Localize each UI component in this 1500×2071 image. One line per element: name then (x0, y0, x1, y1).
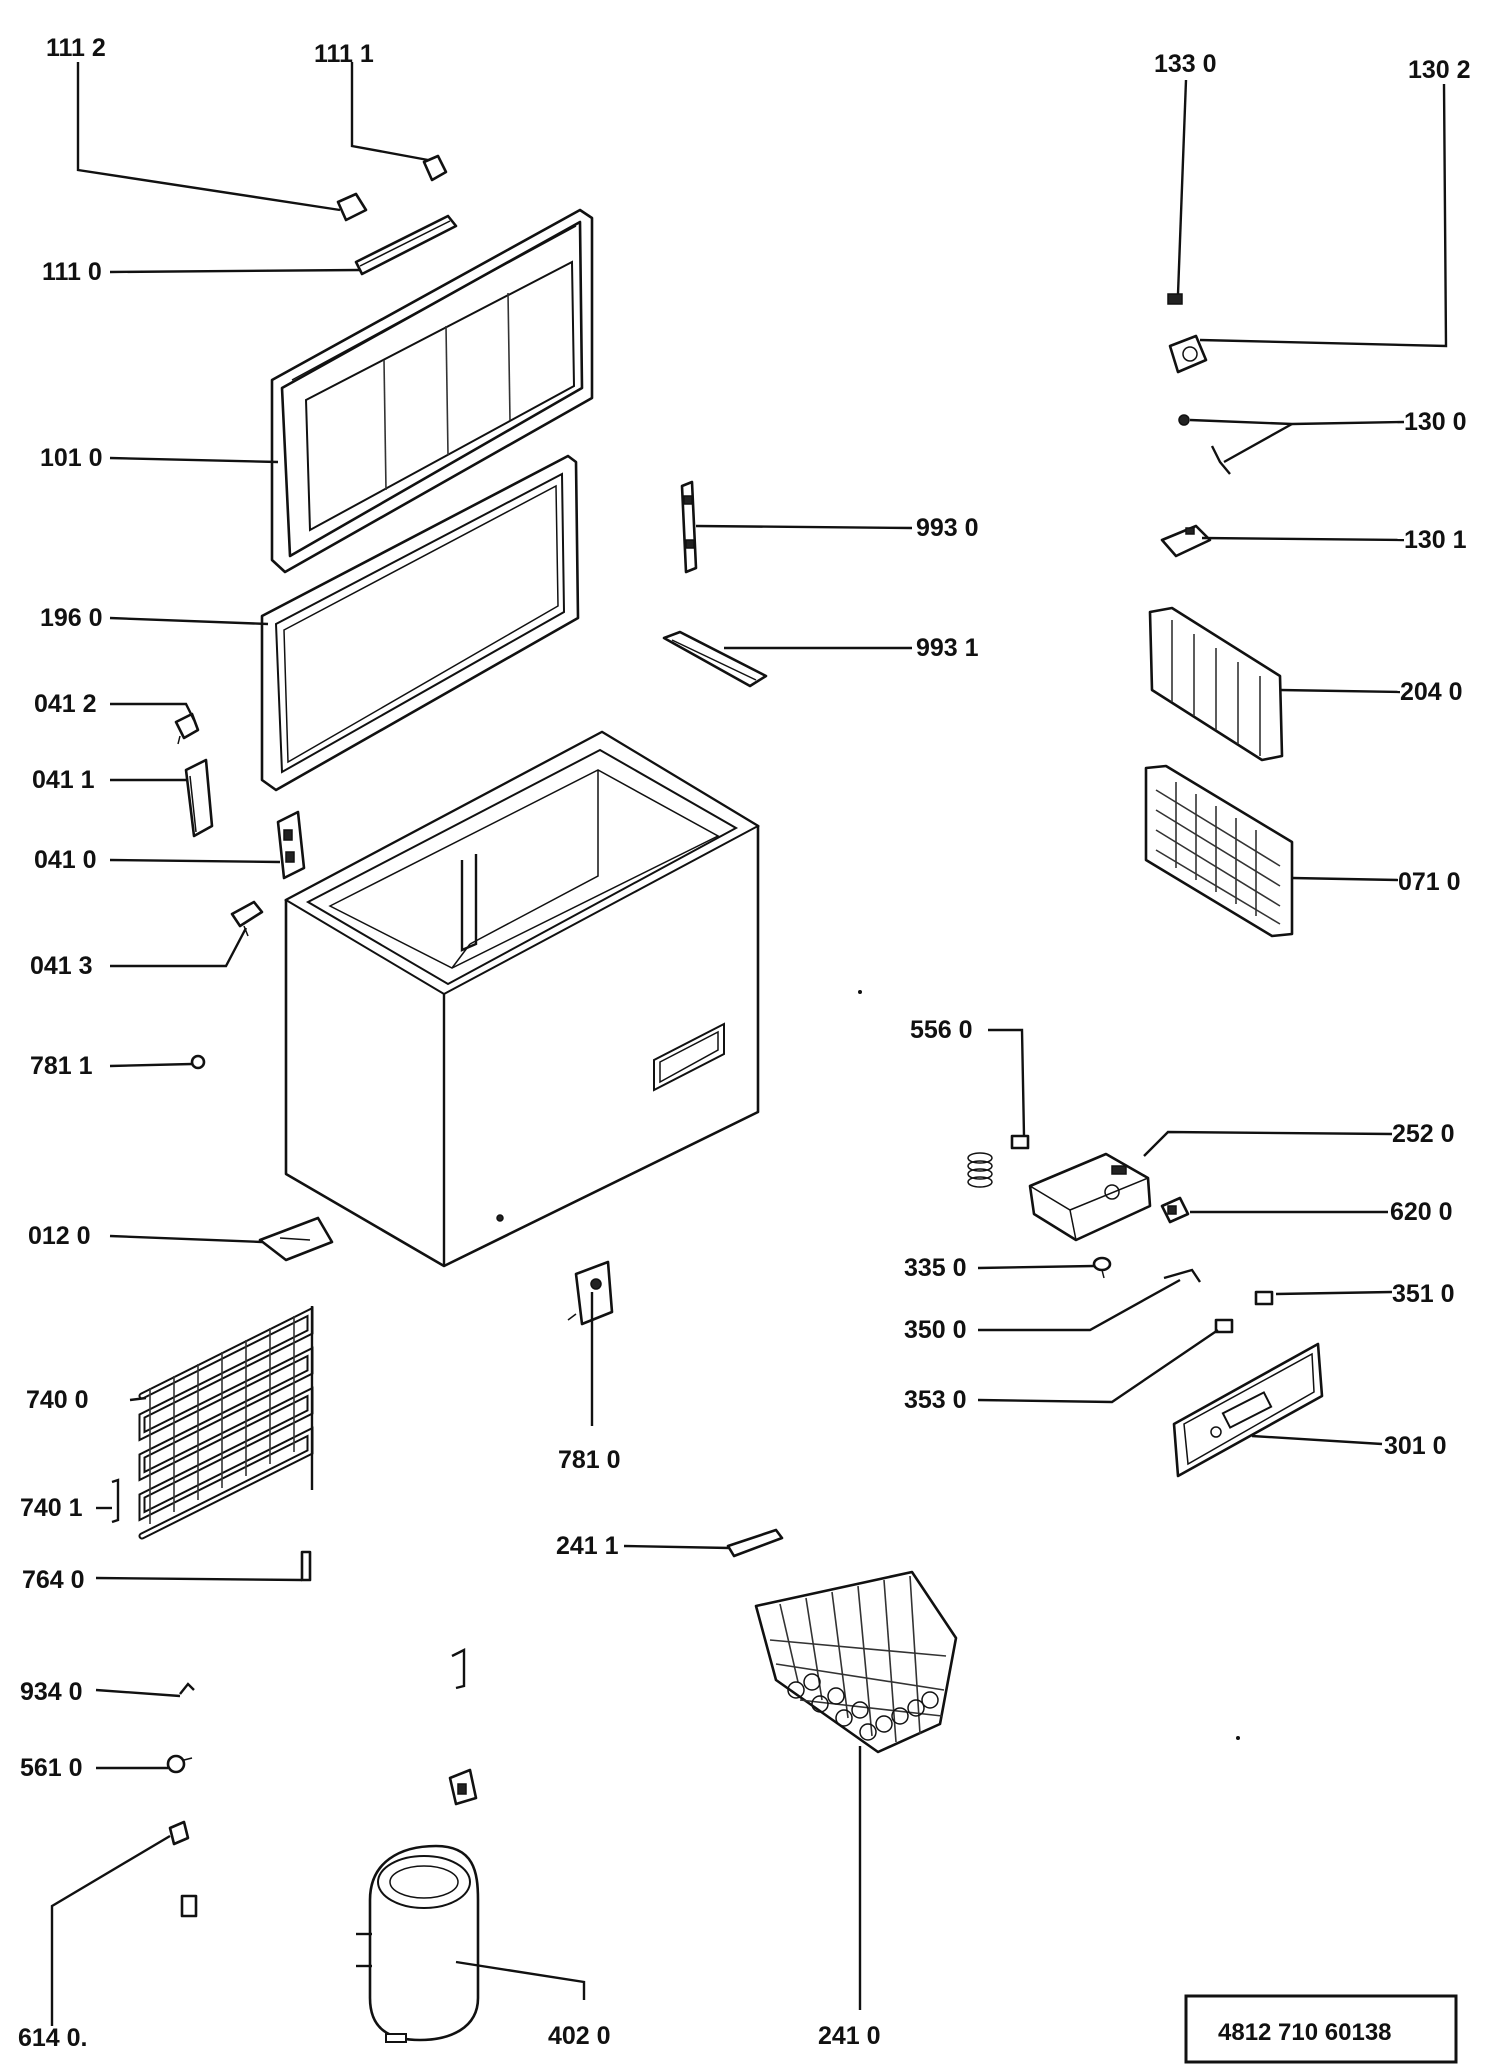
label-301-0: 301 0 (1384, 1432, 1447, 1460)
clip-934 (179, 1682, 195, 1695)
label-740-0: 740 0 (26, 1386, 89, 1414)
label-111-1: 111 1 (314, 40, 374, 68)
lamp-holder-130-1 (1160, 524, 1212, 558)
label-781-1: 781 1 (30, 1052, 93, 1080)
leader-lines (50, 62, 1448, 2026)
label-561-0: 561 0 (20, 1754, 83, 1782)
compressor-402 (356, 1844, 480, 2043)
basket-handle-241-1 (726, 1528, 784, 1558)
label-130-1: 130 1 (1404, 526, 1467, 554)
label-556-0: 556 0 (910, 1016, 973, 1044)
basket-241 (754, 1570, 958, 1754)
hinge-cap-111-1 (422, 154, 448, 182)
lamp-130-0 (1178, 414, 1231, 475)
label-041-1: 041 1 (32, 766, 95, 794)
foot-781-1 (190, 1054, 206, 1070)
trim-993-1 (662, 630, 768, 688)
label-252-0: 252 0 (1392, 1120, 1455, 1148)
spring-556 (967, 1134, 1030, 1188)
relay-box (448, 1768, 478, 1806)
hinge-041-1 (184, 758, 214, 838)
label-934-0: 934 0 (20, 1678, 83, 1706)
indicator-351 (1254, 1290, 1274, 1306)
hinge-041-0 (276, 810, 306, 880)
label-620-0: 620 0 (1390, 1198, 1453, 1226)
label-041-0: 041 0 (34, 846, 97, 874)
wire-clip (451, 1648, 466, 1690)
clip-740-1 (111, 1478, 120, 1524)
part-labels: 111 2 111 1 111 0 101 0 196 0 041 2 041 … (18, 34, 1471, 2052)
label-781-0: 781 0 (558, 1446, 621, 1474)
thermostat-252 (1028, 1152, 1152, 1242)
label-350-0: 350 0 (904, 1316, 967, 1344)
cabinet-body (283, 730, 761, 1268)
label-241-1: 241 1 (556, 1532, 619, 1560)
label-130-0: 130 0 (1404, 408, 1467, 436)
label-993-0: 993 0 (916, 514, 979, 542)
label-335-0: 335 0 (904, 1254, 967, 1282)
label-740-1: 740 1 (20, 1494, 83, 1522)
label-111-2: 111 2 (46, 34, 106, 62)
condenser-740 (138, 1306, 314, 1540)
grille-071 (1144, 764, 1294, 938)
label-012-0: 012 0 (28, 1222, 91, 1250)
label-196-0: 196 0 (40, 604, 103, 632)
bracket-781-0 (567, 1260, 614, 1326)
bracket-041-3 (230, 900, 264, 937)
label-204-0: 204 0 (1400, 678, 1463, 706)
label-993-1: 993 1 (916, 634, 979, 662)
label-071-0: 071 0 (1398, 868, 1461, 896)
sensor-350 (1163, 1268, 1201, 1283)
lid-101 (270, 208, 594, 574)
label-241-0: 241 0 (818, 2022, 881, 2050)
label-041-2: 041 2 (34, 690, 97, 718)
evaporator-204 (1148, 606, 1284, 762)
knob-133 (1167, 293, 1183, 305)
drier-764 (300, 1550, 312, 1582)
housing-130-2 (1168, 334, 1208, 374)
label-111-0: 111 0 (42, 258, 102, 286)
label-614-0: 614 0. (18, 2024, 88, 2052)
clamp-614 (168, 1820, 198, 1918)
control-panel-301 (1172, 1342, 1324, 1478)
label-133-0: 133 0 (1154, 50, 1217, 78)
doc-number: 4812 710 60138 (1218, 2019, 1392, 2046)
switch-620 (1160, 1196, 1190, 1224)
plate-012 (258, 1216, 334, 1262)
label-041-3: 041 3 (30, 952, 93, 980)
handle-111 (354, 214, 458, 276)
label-353-0: 353 0 (904, 1386, 967, 1414)
basket-mesh-bottom (787, 1673, 939, 1741)
relay-561 (166, 1754, 193, 1774)
knob-335 (1092, 1256, 1112, 1279)
label-351-0: 351 0 (1392, 1280, 1455, 1308)
label-764-0: 764 0 (22, 1566, 85, 1594)
label-402-0: 402 0 (548, 2022, 611, 2050)
hinge-cap-111-2 (336, 192, 368, 222)
doc-number-box: 4812 710 60138 (1184, 1994, 1458, 2064)
drain-993-0 (680, 480, 698, 574)
lamp-353 (1214, 1318, 1234, 1334)
label-130-2: 130 2 (1408, 56, 1471, 84)
label-101-0: 101 0 (40, 444, 103, 472)
hinge-041-2 (174, 712, 200, 745)
gasket-196 (260, 454, 580, 792)
